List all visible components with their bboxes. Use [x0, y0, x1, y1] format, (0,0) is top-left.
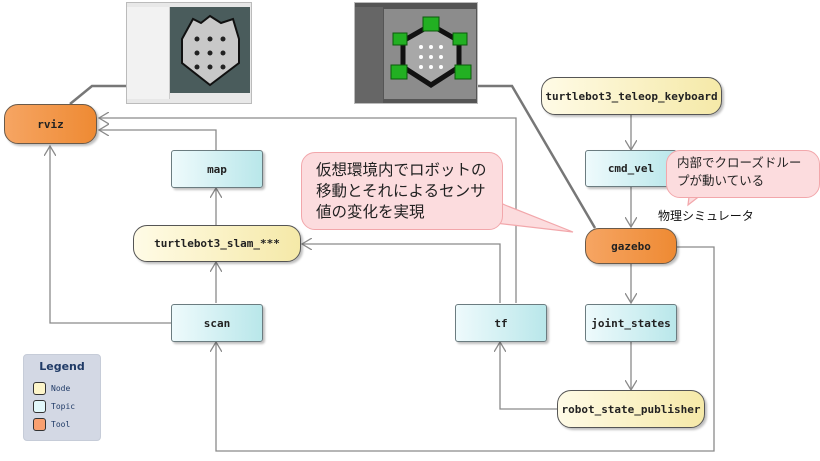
topic-cmd-vel[interactable]: cmd_vel	[585, 150, 677, 187]
gazebo-panel	[355, 7, 383, 103]
legend-item-topic: Topic	[33, 400, 75, 413]
legend-label-tool: Tool	[51, 420, 71, 429]
topic-joint-states[interactable]: joint_states	[585, 304, 677, 342]
gazebo-screenshot	[354, 2, 478, 104]
legend-swatch-tool	[33, 418, 46, 431]
rviz-map-icon	[181, 14, 240, 87]
node-turtlebot3-teleop-keyboard[interactable]: turtlebot3_teleop_keyboard	[541, 77, 722, 115]
rviz-panel	[127, 7, 170, 99]
edge-scan-rviz	[50, 146, 172, 324]
legend-swatch-topic	[33, 400, 46, 413]
edge-tf-slam	[302, 244, 501, 303]
node-rviz[interactable]: rviz	[4, 104, 97, 144]
physics-simulator-label: 物理シミュレータ	[658, 209, 754, 223]
edge-tf-rviz	[99, 118, 517, 303]
legend-label-node: Node	[51, 384, 71, 393]
callout-sim-text: 仮想環境内でロボットの移動とそれによるセンサ値の変化を実現	[316, 161, 487, 221]
legend-title: Legend	[39, 360, 85, 373]
topic-tf[interactable]: tf	[455, 304, 547, 342]
callout-loop-text: 内部でクローズドループが動いている	[677, 155, 802, 188]
legend-item-tool: Tool	[33, 418, 70, 431]
node-gazebo[interactable]: gazebo	[585, 228, 677, 264]
node-robot-state-publisher[interactable]: robot_state_publisher	[557, 390, 705, 428]
legend-label-topic: Topic	[51, 402, 76, 411]
legend-swatch-node	[33, 382, 46, 395]
callout-closed-loop: 内部でクローズドループが動いている	[666, 150, 820, 198]
topic-map[interactable]: map	[171, 150, 263, 188]
node-turtlebot3-slam[interactable]: turtlebot3_slam_***	[133, 225, 301, 262]
legend-item-node: Node	[33, 382, 70, 395]
gazebo-world-icon	[390, 16, 472, 88]
legend: Legend Node Topic Tool	[23, 354, 101, 441]
topic-scan[interactable]: scan	[171, 304, 263, 342]
edge-rsp-tf	[500, 342, 557, 410]
callout-sim-environment: 仮想環境内でロボットの移動とそれによるセンサ値の変化を実現	[301, 152, 503, 230]
rviz-screenshot-connector	[69, 84, 126, 105]
edge-map-rviz	[99, 130, 217, 152]
edge-gazebo-scan	[216, 246, 715, 452]
gazebo-screenshot-connector	[476, 84, 597, 229]
rviz-screenshot	[126, 2, 252, 104]
